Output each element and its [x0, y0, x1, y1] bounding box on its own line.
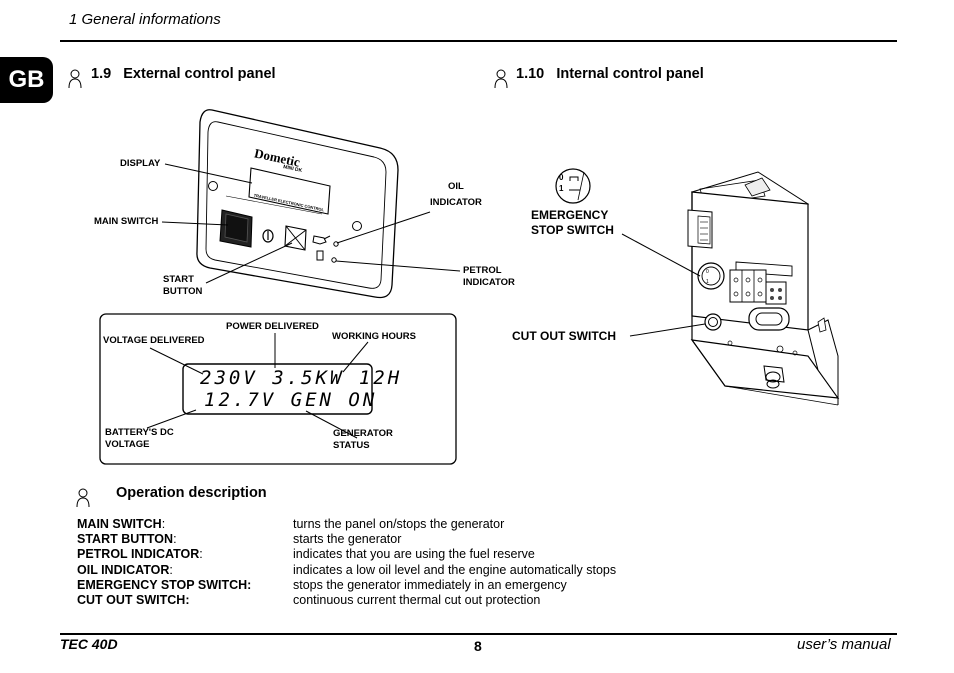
footer-page-number: 8: [474, 638, 482, 654]
user-icon: [68, 69, 82, 89]
label-line: BATTERY'S DC: [105, 427, 174, 438]
chapter-header: 1 General informations: [69, 11, 221, 28]
svg-text:0: 0: [706, 269, 709, 275]
operation-term: PETROL INDICATOR: [77, 547, 200, 561]
label-line: GENERATOR: [333, 428, 393, 439]
label-line: BUTTON: [163, 286, 203, 297]
operation-row: START BUTTON: starts the generator: [77, 532, 401, 547]
section-number: 1.9: [91, 66, 112, 82]
operation-desc: turns the panel on/stops the generator: [293, 517, 505, 531]
label-line: START: [163, 274, 194, 285]
user-icon: [494, 69, 508, 89]
language-tab: GB: [0, 57, 53, 103]
label-oil-indicator: OIL INDICATOR: [430, 181, 482, 209]
section-title: External control panel: [123, 66, 276, 82]
operation-term: OIL INDICATOR: [77, 563, 170, 577]
label-line: STOP SWITCH: [531, 223, 614, 237]
label-generator-status: GENERATOR STATUS: [333, 428, 393, 452]
label-main-switch: MAIN SWITCH: [94, 216, 159, 227]
switch-pos-0: 0: [559, 173, 564, 182]
operation-colon: :: [199, 547, 203, 561]
label-petrol-indicator: PETROL INDICATOR: [463, 265, 515, 289]
operation-desc: indicates a low oil level and the engine…: [293, 563, 617, 577]
header-rule: [60, 40, 897, 42]
operation-desc: continuous current thermal cut out prote…: [293, 593, 541, 607]
label-line: EMERGENCY: [531, 208, 609, 222]
operation-term: CUT OUT SWITCH:: [77, 593, 190, 607]
switch-pos-1: 1: [559, 184, 564, 193]
section-1-10-heading: 1.10 Internal control panel: [516, 66, 704, 82]
label-working-hours: WORKING HOURS: [332, 331, 416, 342]
label-emergency-stop-switch: EMERGENCY STOP SWITCH: [531, 208, 614, 238]
operation-heading: Operation description: [116, 485, 267, 501]
label-line: STATUS: [333, 440, 370, 451]
footer-manual: user’s manual: [797, 636, 891, 653]
operation-desc: stops the generator immediately in an em…: [293, 578, 567, 592]
operation-term: START BUTTON: [77, 532, 174, 546]
footer-rule: [60, 633, 897, 635]
label-battery-voltage: BATTERY'S DC VOLTAGE: [105, 427, 174, 451]
label-line: PETROL: [463, 265, 502, 276]
operation-colon: :: [173, 532, 177, 546]
operation-desc: indicates that you are using the fuel re…: [293, 547, 535, 561]
label-display: DISPLAY: [120, 158, 161, 169]
label-cut-out-switch: CUT OUT SWITCH: [512, 329, 616, 343]
lcd-line-1: 230V 3.5KW 12H: [200, 367, 403, 389]
section-number: 1.10: [516, 66, 545, 82]
operation-row: OIL INDICATOR: indicates a low oil level…: [77, 563, 616, 578]
operation-row: MAIN SWITCH: turns the panel on/stops th…: [77, 517, 504, 532]
operation-row: CUT OUT SWITCH: continuous current therm…: [77, 593, 540, 608]
footer-model: TEC 40D: [60, 636, 118, 652]
label-start-button: START BUTTON: [163, 274, 202, 298]
section-1-9-heading: 1.9 External control panel: [91, 66, 276, 82]
operation-row: EMERGENCY STOP SWITCH: stops the generat…: [77, 578, 567, 593]
label-line: OIL: [448, 181, 464, 192]
section-title: Internal control panel: [556, 66, 704, 82]
user-icon: [76, 488, 90, 508]
operation-colon: :: [169, 563, 173, 577]
lcd-line-2: 12.7V GEN ON: [204, 389, 378, 411]
svg-text:1: 1: [706, 279, 709, 285]
operation-term: EMERGENCY STOP SWITCH:: [77, 578, 252, 592]
label-power-delivered: POWER DELIVERED: [226, 321, 319, 332]
label-line: VOLTAGE: [105, 439, 150, 450]
label-voltage-delivered: VOLTAGE DELIVERED: [103, 335, 205, 346]
operation-term: MAIN SWITCH: [77, 517, 162, 531]
label-line: INDICATOR: [463, 277, 515, 288]
operation-colon: :: [161, 517, 166, 531]
operation-desc: starts the generator: [293, 532, 402, 546]
label-line: INDICATOR: [430, 197, 482, 208]
operation-row: PETROL INDICATOR: indicates that you are…: [77, 547, 535, 562]
